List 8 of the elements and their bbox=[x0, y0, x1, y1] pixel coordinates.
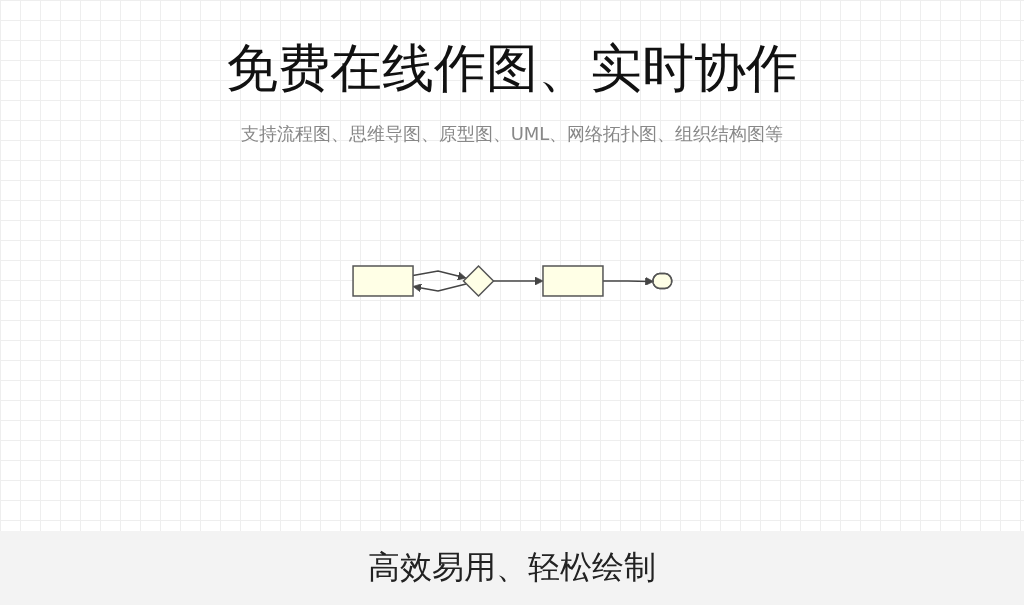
node-diamond bbox=[462, 264, 495, 298]
node-box bbox=[541, 265, 604, 297]
node-box bbox=[351, 265, 414, 297]
arrow bbox=[412, 283, 467, 293]
page-title: 免费在线作图、实时协作 bbox=[225, 37, 799, 100]
subtitle: 支持流程图、思维导图、原型图、UML、网络拓扑图、组织结构图等 bbox=[239, 122, 785, 146]
footer-slogan: 高效易用、轻松绘制 bbox=[368, 547, 656, 588]
arrow bbox=[491, 276, 543, 286]
